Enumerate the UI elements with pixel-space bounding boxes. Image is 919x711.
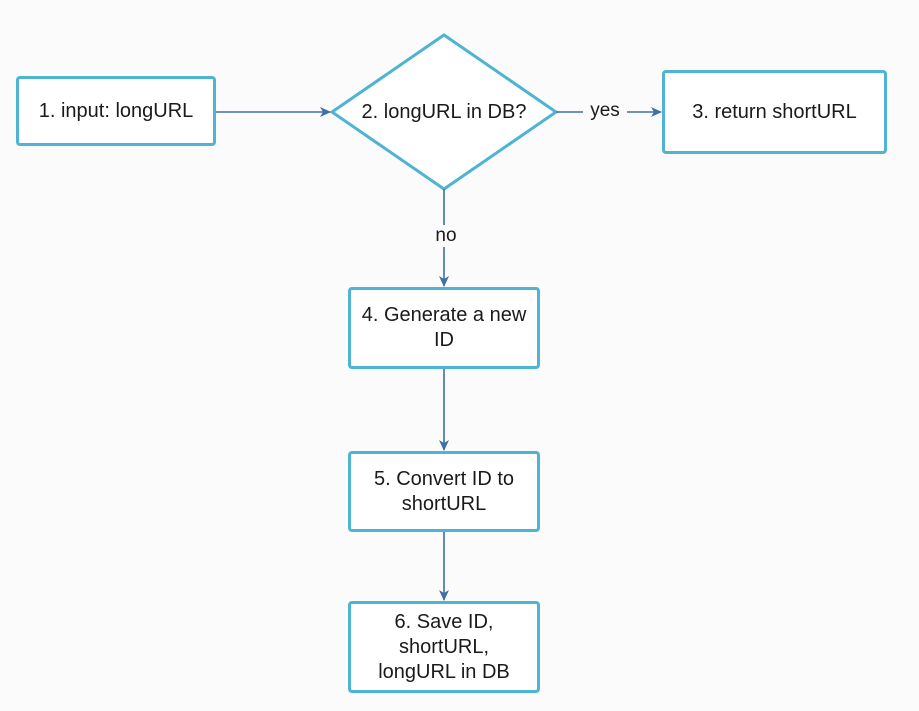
node-save: 6. Save ID, shortURL, longURL in DB — [348, 601, 540, 693]
node-input: 1. input: longURL — [16, 76, 216, 146]
edge-label-no: no — [427, 225, 465, 247]
node-return-label: 3. return shortURL — [692, 100, 857, 123]
edge-label-yes: yes — [583, 100, 627, 122]
node-return: 3. return shortURL — [662, 70, 887, 154]
node-generate-label: 4. Generate a new ID — [361, 304, 527, 351]
node-convert-label: 5. Convert ID to shortURL — [373, 467, 515, 515]
node-save-label: 6. Save ID, shortURL, longURL in DB — [378, 610, 510, 683]
node-generate: 4. Generate a new ID — [348, 287, 540, 369]
node-check-label: 2. longURL in DB? — [361, 100, 527, 123]
node-check: 2. longURL in DB? — [332, 87, 556, 137]
node-convert: 5. Convert ID to shortURL — [348, 451, 540, 532]
node-input-label: 1. input: longURL — [38, 99, 194, 122]
